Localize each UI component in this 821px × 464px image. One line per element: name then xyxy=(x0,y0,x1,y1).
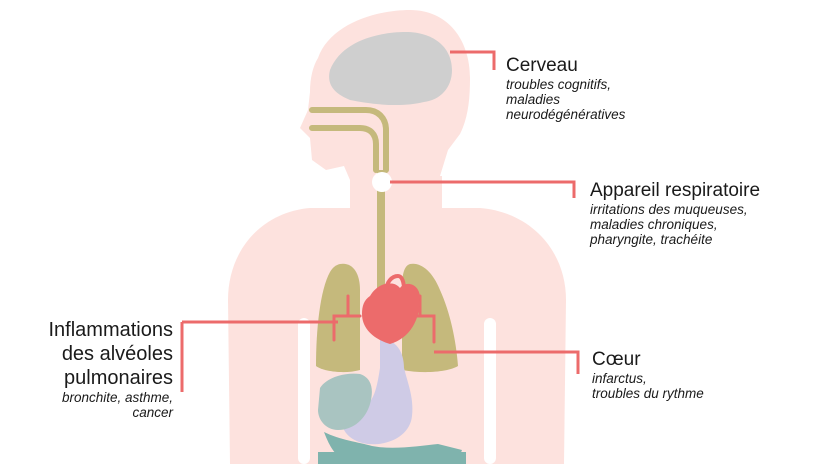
heart-desc-line-1: infarctus, xyxy=(592,371,704,386)
right-arm-gap xyxy=(484,318,496,464)
lungs-title-line-2: des alvéoles xyxy=(49,342,174,366)
respiratory-title: Appareil respiratoire xyxy=(590,180,760,202)
brain-desc-line-1: troubles cognitifs, xyxy=(506,77,625,92)
respiratory-desc-line-2: maladies chroniques, xyxy=(590,217,760,232)
larynx-marker xyxy=(372,172,392,192)
lungs-desc-line-2: cancer xyxy=(49,405,174,420)
intestine-lower xyxy=(318,452,466,464)
respiratory-desc-line-3: pharyngite, trachéite xyxy=(590,232,760,247)
lungs-callout: Inflammations des alvéoles pulmonaires b… xyxy=(49,318,174,420)
lungs-title-line-1: Inflammations xyxy=(49,318,174,342)
left-arm-gap xyxy=(298,318,310,464)
brain-title: Cerveau xyxy=(506,55,625,77)
heart-title: Cœur xyxy=(592,349,704,371)
lungs-title-line-3: pulmonaires xyxy=(49,366,174,390)
respiratory-desc-line-1: irritations des muqueuses, xyxy=(590,202,760,217)
brain-desc-line-3: neurodégénératives xyxy=(506,107,625,122)
heart-callout: Cœur infarctus, troubles du rythme xyxy=(592,349,704,401)
brain-desc-line-2: maladies xyxy=(506,92,625,107)
respiratory-callout: Appareil respiratoire irritations des mu… xyxy=(590,180,760,247)
brain-callout: Cerveau troubles cognitifs, maladies neu… xyxy=(506,55,625,122)
heart-desc-line-2: troubles du rythme xyxy=(592,386,704,401)
lungs-desc-line-1: bronchite, asthme, xyxy=(49,390,174,405)
